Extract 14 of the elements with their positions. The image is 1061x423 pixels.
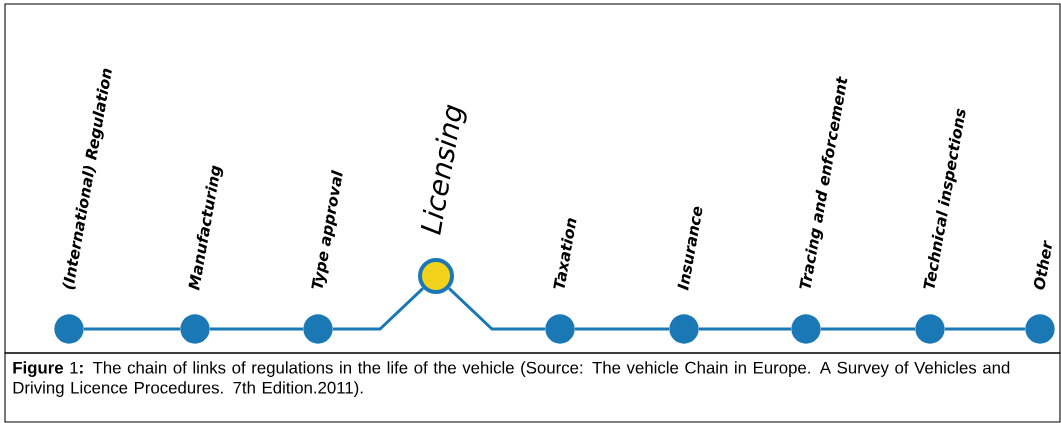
connector-line [574, 327, 670, 331]
connector-line [83, 327, 181, 331]
connector-line [698, 327, 792, 331]
stage-label: Licensing [420, 104, 467, 235]
connector-line [448, 287, 546, 331]
stage-label: Other [1034, 240, 1052, 290]
connector-line [944, 327, 1026, 331]
connector-line [209, 327, 304, 331]
stage-label: Insurance [677, 206, 703, 291]
stage-label: Taxation [553, 218, 577, 289]
figure-caption: Figure 1: The chain of links of regulations in the life of the vehicle (Source: The vehicle Chain in Europe. A Survey of Vehicles and Driving Licence Procedures. 7th Edition.2011). [13, 361, 1010, 397]
connector-line [332, 287, 424, 331]
stage-label: Type approval [311, 169, 343, 289]
connector-line [820, 327, 916, 331]
